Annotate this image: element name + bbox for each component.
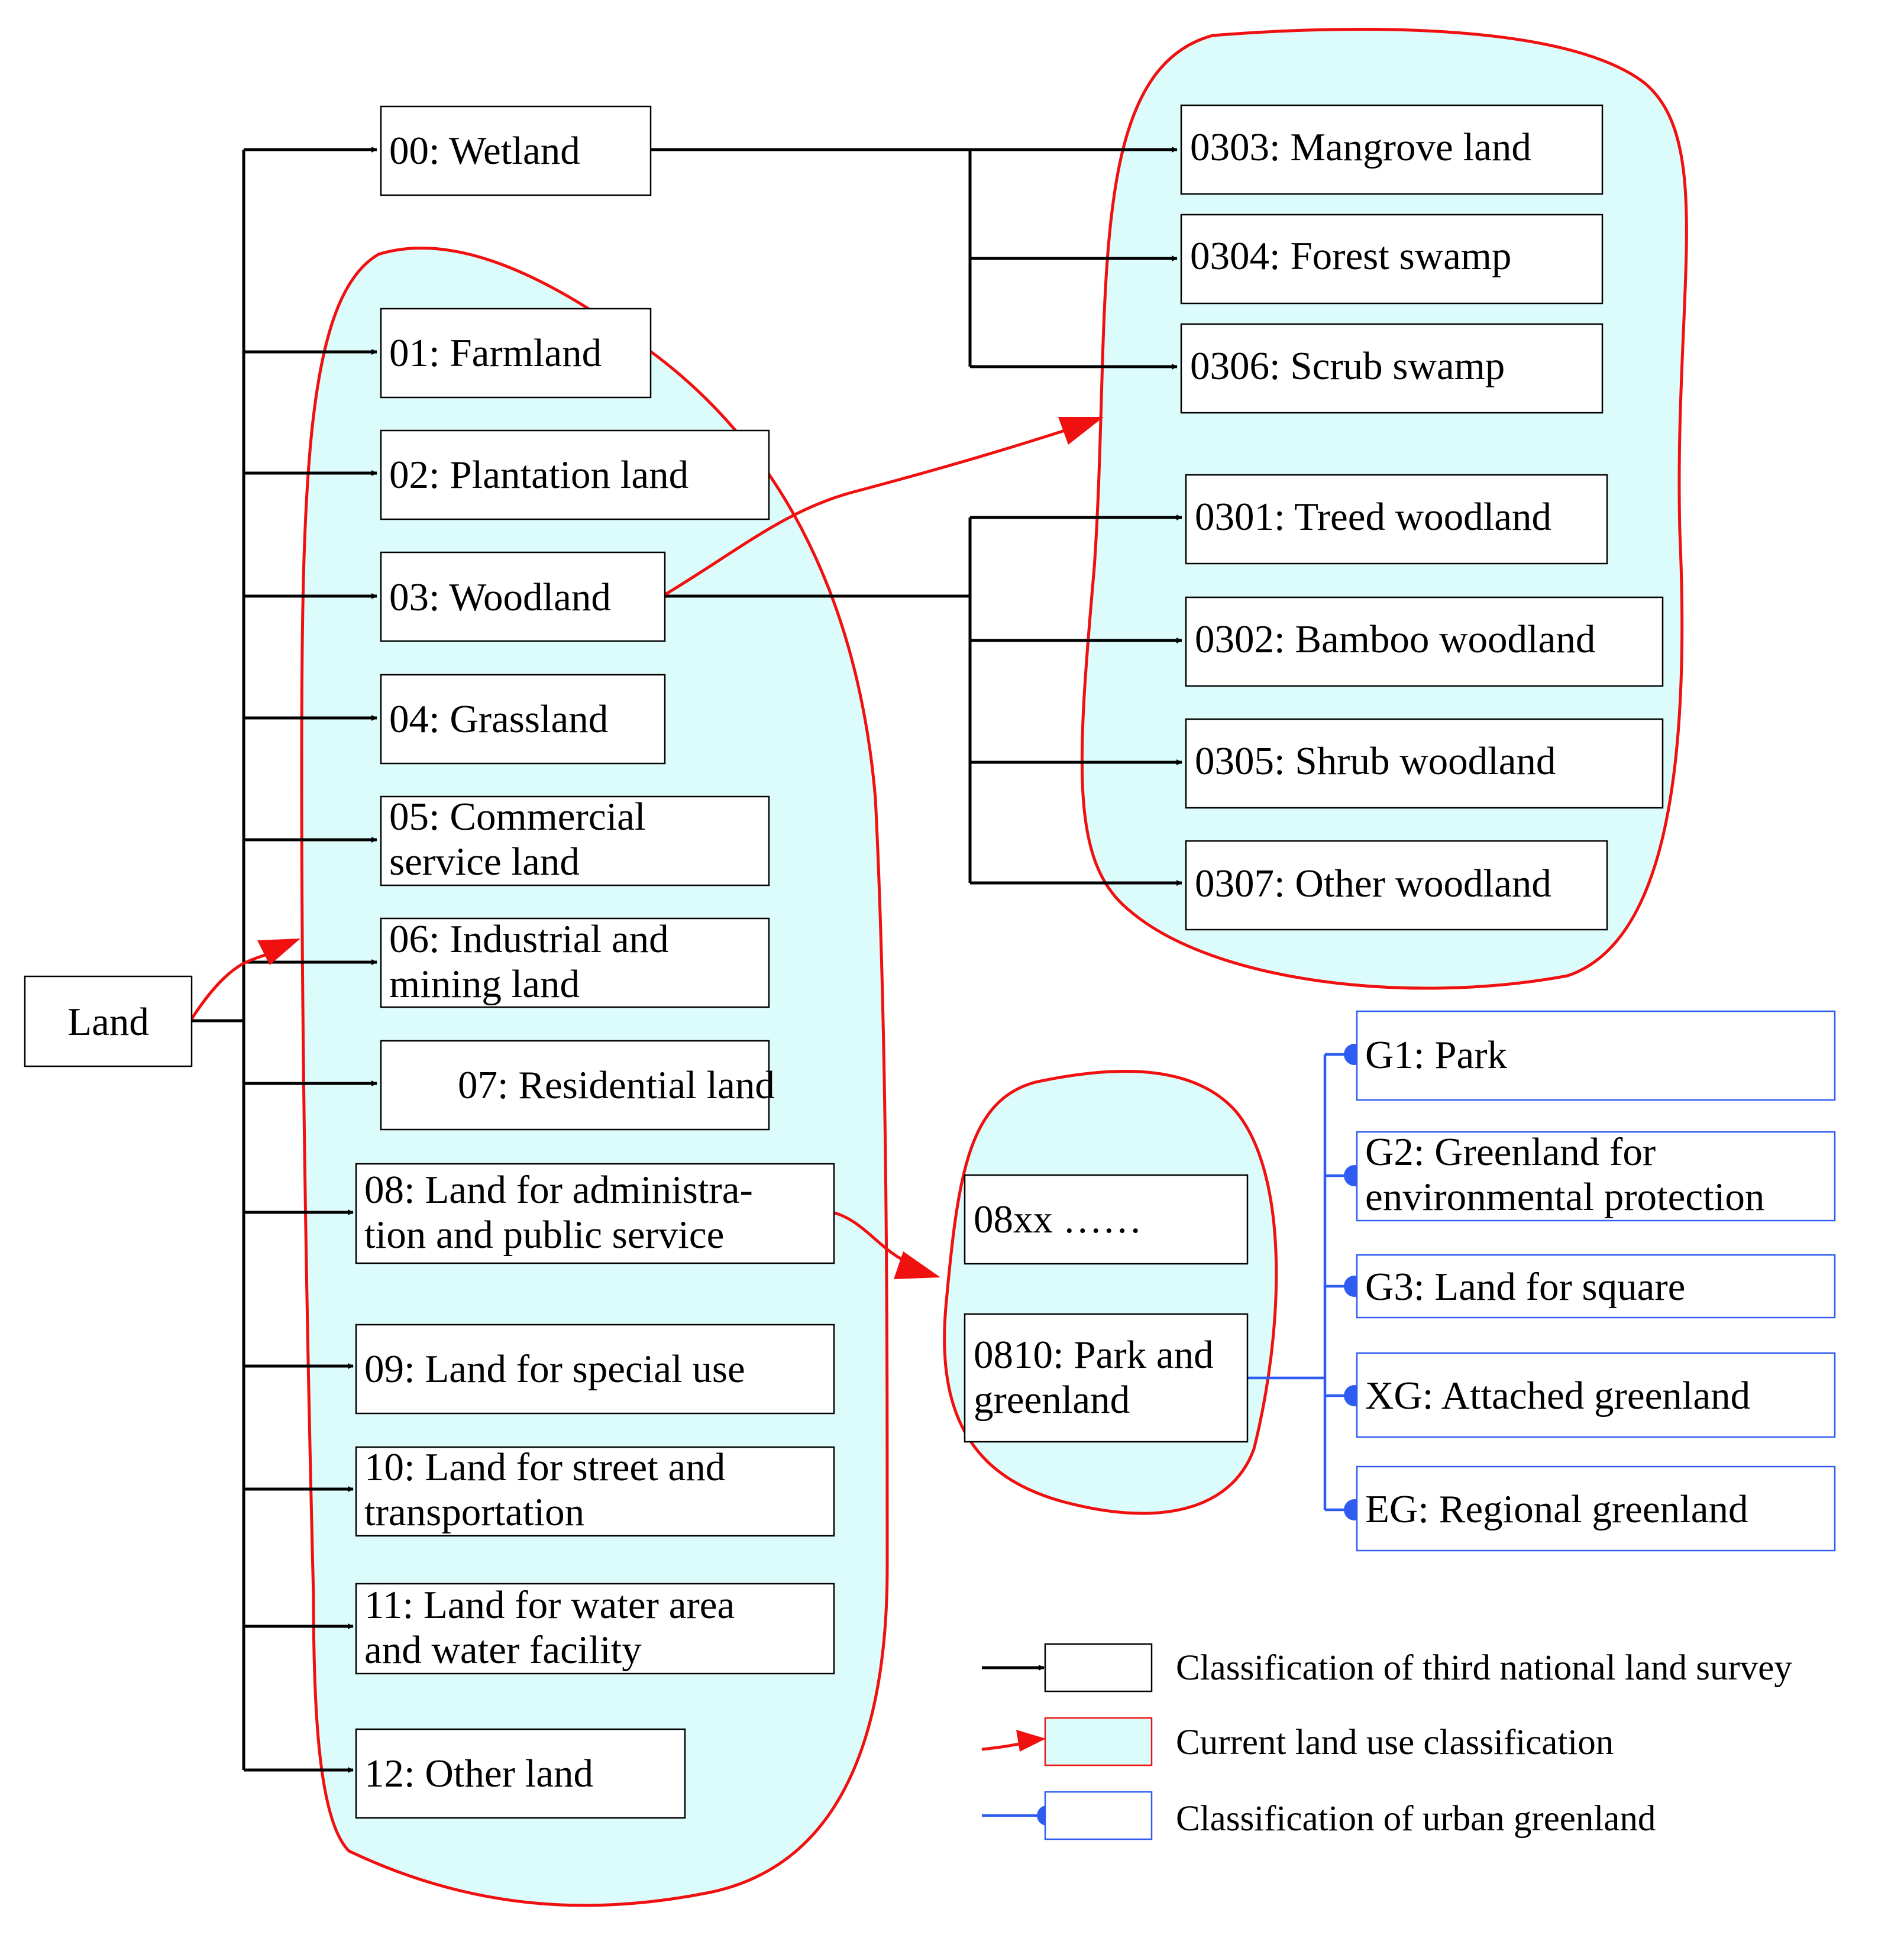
- node-08xx: 08xx ……: [964, 1174, 1249, 1265]
- legend-urban: Classification of urban greenland: [982, 1791, 1656, 1840]
- node-label: 09: Land for special use: [364, 1347, 745, 1391]
- legend: Classification of third national land su…: [981, 1643, 1792, 1840]
- survey-connectors: [190, 147, 1182, 1773]
- node-04-grassland: 04: Grassland: [380, 674, 666, 765]
- node-g1-park: G1: Park: [1356, 1010, 1836, 1101]
- node-label-line2: tion and public service: [364, 1213, 724, 1257]
- node-eg-regional: EG: Regional greenland: [1356, 1465, 1836, 1552]
- node-label-line1: 08: Land for administra-: [364, 1168, 753, 1212]
- node-label: 0307: Other woodland: [1195, 862, 1551, 905]
- node-label-line1: 10: Land for street and: [364, 1445, 725, 1489]
- node-label: G1: Park: [1365, 1033, 1508, 1077]
- land-root-label: Land: [67, 1000, 149, 1044]
- node-label-line1: 06: Industrial and: [389, 917, 669, 961]
- legend-current: Current land use classification: [981, 1717, 1614, 1766]
- node-g2-environmental: G2: Greenland for environmental protecti…: [1356, 1130, 1836, 1222]
- node-label: G3: Land for square: [1365, 1265, 1685, 1309]
- node-01-farmland: 01: Farmland: [380, 308, 652, 399]
- node-label: 08xx ……: [974, 1198, 1142, 1241]
- node-label: 12: Other land: [364, 1752, 593, 1795]
- current-classification-arrows: [189, 417, 1104, 1279]
- node-label-line2: service land: [389, 840, 580, 884]
- node-00-wetland: 00: Wetland: [380, 105, 652, 196]
- node-label: 03: Woodland: [389, 575, 611, 619]
- node-0307-other-woodland: 0307: Other woodland: [1185, 840, 1608, 931]
- node-label: XG: Attached greenland: [1365, 1374, 1750, 1418]
- legend-survey-label: Classification of third national land su…: [1176, 1648, 1792, 1688]
- node-label-line1: G2: Greenland for: [1365, 1130, 1656, 1174]
- node-03-woodland: 03: Woodland: [380, 551, 666, 642]
- node-label: 01: Farmland: [389, 331, 602, 375]
- node-05-commercial: 05: Commercial service land: [380, 795, 770, 886]
- node-label: 00: Wetland: [389, 129, 580, 173]
- legend-urban-label: Classification of urban greenland: [1176, 1799, 1656, 1839]
- node-label-line1: 0810: Park and: [974, 1333, 1214, 1377]
- node-label: 02: Plantation land: [389, 453, 688, 497]
- node-02-plantation: 02: Plantation land: [380, 429, 770, 520]
- node-0304-forest-swamp: 0304: Forest swamp: [1180, 213, 1604, 305]
- node-label: EG: Regional greenland: [1365, 1487, 1748, 1531]
- node-0306-scrub-swamp: 0306: Scrub swamp: [1180, 323, 1604, 414]
- node-label-line2: environmental protection: [1365, 1175, 1764, 1219]
- node-label-line1: 11: Land for water area: [364, 1583, 735, 1627]
- node-0303-mangrove: 0303: Mangrove land: [1180, 104, 1604, 195]
- current-classification-blob-public-service: [943, 1070, 1278, 1515]
- node-label-line2: and water facility: [364, 1628, 642, 1672]
- node-xg-attached: XG: Attached greenland: [1356, 1352, 1836, 1438]
- node-label-line2: greenland: [974, 1378, 1130, 1422]
- node-0302-bamboo: 0302: Bamboo woodland: [1185, 596, 1664, 687]
- node-label: 0303: Mangrove land: [1190, 125, 1531, 169]
- land-root-node: Land: [24, 975, 193, 1067]
- node-09-special: 09: Land for special use: [355, 1324, 835, 1415]
- node-label: 0304: Forest swamp: [1190, 234, 1511, 278]
- node-label-line2: transportation: [364, 1490, 584, 1534]
- node-label: 0302: Bamboo woodland: [1195, 617, 1595, 661]
- node-label-line1: 05: Commercial: [389, 795, 646, 839]
- node-0810-park: 0810: Park and greenland: [964, 1313, 1249, 1443]
- legend-current-label: Current land use classification: [1176, 1723, 1614, 1762]
- node-0301-treed: 0301: Treed woodland: [1185, 474, 1608, 565]
- node-07-residential: 07: Residential land: [380, 1040, 775, 1131]
- node-08-administration: 08: Land for administra- tion and public…: [355, 1163, 835, 1264]
- node-label: 0305: Shrub woodland: [1195, 739, 1556, 783]
- node-10-street: 10: Land for street and transportation: [355, 1445, 835, 1537]
- node-label-line2: mining land: [389, 962, 580, 1006]
- node-label: 0306: Scrub swamp: [1190, 344, 1505, 388]
- node-g3-square: G3: Land for square: [1356, 1254, 1836, 1319]
- node-0305-shrub: 0305: Shrub woodland: [1185, 718, 1664, 809]
- node-06-industrial: 06: Industrial and mining land: [380, 917, 770, 1008]
- node-12-other: 12: Other land: [355, 1728, 686, 1819]
- node-label: 0301: Treed woodland: [1195, 495, 1551, 539]
- legend-survey: Classification of third national land su…: [982, 1643, 1792, 1693]
- node-11-water: 11: Land for water area and water facili…: [355, 1583, 835, 1675]
- node-label: 04: Grassland: [389, 697, 608, 741]
- node-label: 07: Residential land: [458, 1063, 775, 1107]
